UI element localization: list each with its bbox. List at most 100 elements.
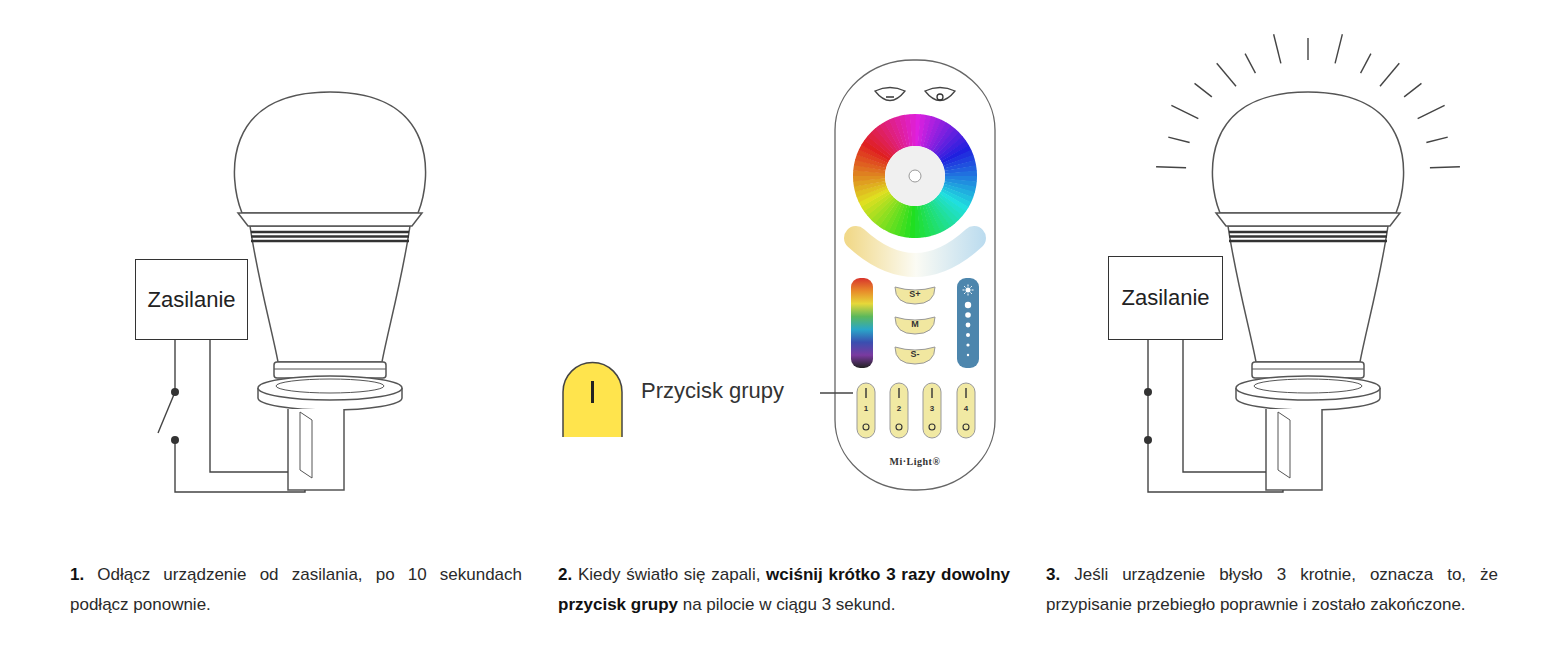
brightness-dot	[966, 333, 970, 337]
switch-lever	[158, 392, 175, 433]
button-label: S+	[909, 289, 920, 299]
bulb-ring	[1229, 231, 1387, 234]
brightness-dot	[967, 354, 969, 356]
light-ray	[1171, 105, 1198, 118]
step-caption: 2. Kiedy światło się zapali, wciśnij kró…	[558, 560, 1010, 620]
light-ray	[1361, 54, 1371, 73]
step-text: Odłącz urządzenie od zasilania, po 10 se…	[70, 565, 522, 614]
group-number: 4	[964, 404, 968, 413]
sun-ray	[963, 290, 965, 291]
brightness-dot	[965, 302, 971, 308]
group-button	[957, 383, 975, 438]
terminal-dot	[1144, 436, 1152, 444]
bulb-body	[250, 226, 410, 362]
light-ray	[1430, 167, 1460, 168]
wheel-segment	[853, 175, 885, 181]
speed-button	[895, 347, 935, 364]
bulb-base-line	[1252, 369, 1364, 370]
wheel-segment	[945, 171, 977, 177]
socket-ring	[276, 379, 384, 393]
socket-body	[288, 409, 344, 490]
bulb-dome	[234, 92, 425, 213]
wire	[1183, 340, 1266, 472]
bulb-ring	[1229, 240, 1387, 243]
power-box: Zasilanie	[1108, 256, 1223, 340]
brightness-dot	[965, 312, 971, 318]
step-caption: 3. Jeśli urządzenie błysło 3 krotnie, oz…	[1046, 560, 1498, 620]
group-off-mark	[929, 424, 935, 430]
step-number: 2.	[558, 565, 572, 584]
color-bar	[851, 278, 873, 368]
bulb-base-line	[274, 369, 386, 370]
sun-ray	[968, 294, 969, 296]
group-button	[923, 383, 941, 438]
remote-body	[835, 60, 995, 490]
step-number: 3.	[1046, 565, 1060, 584]
group-off-mark	[896, 424, 902, 430]
brightness-dot	[966, 343, 969, 346]
on-symbol	[937, 94, 943, 100]
group-number: 1	[864, 404, 868, 413]
bulb-ring	[251, 231, 409, 234]
color-wheel	[853, 114, 977, 238]
bulb-dome	[1212, 92, 1403, 213]
brightness-bar	[957, 278, 979, 368]
bulb-body	[1228, 226, 1388, 362]
light-bulb	[234, 92, 425, 490]
light-ray	[1307, 38, 1308, 60]
group-number: 3	[930, 404, 934, 413]
socket-ring	[1254, 379, 1362, 393]
wheel-segment	[910, 114, 916, 146]
socket-flange-top	[258, 376, 402, 400]
remote-control	[835, 60, 995, 490]
bulb-ring	[251, 235, 409, 238]
off-symbol	[886, 96, 894, 98]
brightness-dot	[966, 323, 971, 328]
button-label: M	[911, 319, 919, 329]
light-ray	[1156, 167, 1186, 168]
callout-label: Przycisk grupy	[641, 378, 784, 404]
wire	[174, 340, 175, 392]
wheel-center	[885, 146, 945, 206]
wheel-segment	[914, 206, 920, 238]
light-ray	[1274, 34, 1281, 63]
bulb-collar	[1216, 213, 1400, 226]
socket-body	[1266, 409, 1322, 490]
terminal-dot	[171, 388, 179, 396]
group-off-mark	[963, 424, 969, 430]
light-ray	[1426, 137, 1447, 142]
light-ray	[1195, 83, 1212, 97]
bulb-ring	[1229, 235, 1387, 238]
socket-flange-top	[1236, 376, 1380, 400]
box-label: Zasilanie	[1121, 285, 1209, 311]
sun-ray	[970, 292, 971, 293]
bulb-ring	[251, 240, 409, 243]
bulb-collar	[238, 213, 422, 226]
step-number: 1.	[70, 565, 84, 584]
group-button-mark	[591, 381, 594, 403]
speed-button	[895, 317, 935, 334]
speed-button	[895, 287, 935, 304]
light-ray	[1404, 83, 1421, 97]
step-text: Jeśli urządzenie błysło 3 krotnie, oznac…	[1046, 565, 1498, 614]
wire	[175, 440, 305, 492]
step-text: Kiedy światło się zapali,	[578, 565, 760, 584]
group-on-mark	[931, 388, 932, 398]
sun-ray	[970, 286, 971, 287]
light-ray	[1380, 63, 1399, 86]
socket-notch	[300, 412, 312, 478]
group-on-mark	[898, 388, 899, 398]
group-number: 2	[897, 404, 901, 413]
power-box: Zasilanie	[135, 259, 248, 340]
top-button	[925, 88, 955, 101]
top-button	[875, 88, 905, 101]
group-on-mark	[965, 388, 966, 398]
leader-line	[820, 392, 853, 393]
group-on-mark	[865, 388, 866, 398]
group-off-mark	[863, 424, 869, 430]
step-text: na pilocie w ciągu 3 sekund.	[683, 595, 896, 614]
light-ray	[1168, 137, 1189, 142]
group-button-icon	[563, 363, 622, 438]
wire	[210, 340, 288, 472]
